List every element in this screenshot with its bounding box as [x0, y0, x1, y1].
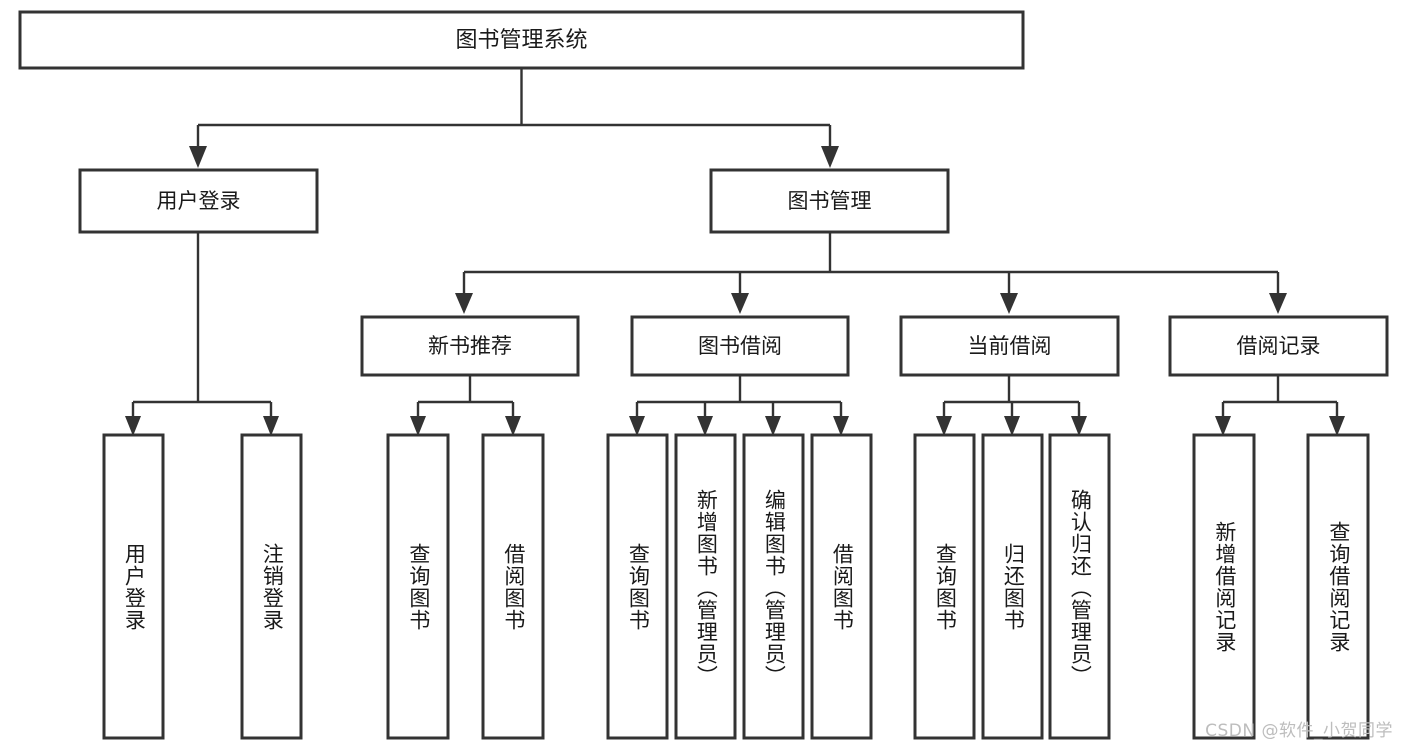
- node-root[interactable]: 图书管理系统: [18, 10, 1025, 70]
- node-book-mgmt[interactable]: 图书管理: [709, 168, 950, 234]
- arrowhead-book-borrow: [731, 293, 749, 314]
- leaf-box-br-query-record[interactable]: [1306, 433, 1370, 740]
- leaf-box-bb-edit-book[interactable]: [742, 433, 805, 740]
- arrowhead-current-borrow: [1000, 293, 1018, 314]
- leaf-box-bb-add-book[interactable]: [674, 433, 737, 740]
- leaf-box-nb-borrow-book[interactable]: [481, 433, 545, 740]
- node-book-borrow-box[interactable]: [630, 315, 850, 377]
- node-current-borrow-box[interactable]: [899, 315, 1120, 377]
- leaf-box-bb-borrow-book[interactable]: [810, 433, 873, 740]
- arrowhead-borrow-records: [1269, 293, 1287, 314]
- edges-current-borrow-to-leaves: [936, 375, 1087, 436]
- leaf-box-nb-query-book[interactable]: [386, 433, 450, 740]
- arrowhead-leaf-br-query: [1329, 416, 1345, 436]
- arrowhead-leaf-logout: [263, 416, 279, 436]
- node-root-box[interactable]: [18, 10, 1025, 70]
- node-book-borrow-label: 图书借阅: [698, 334, 782, 358]
- node-new-book-recommend-label: 新书推荐: [428, 334, 512, 358]
- edges-root-to-level1: [189, 68, 839, 168]
- leaf-box-cb-query-book[interactable]: [913, 433, 976, 740]
- node-new-book-recommend-box[interactable]: [360, 315, 580, 377]
- edges-new-book-to-leaves: [410, 375, 521, 436]
- leaf-box-user-login[interactable]: [102, 433, 165, 740]
- leaf-boxes: [102, 433, 1370, 740]
- node-current-borrow[interactable]: 当前借阅: [899, 315, 1120, 377]
- edges-book-borrow-to-leaves: [629, 375, 849, 436]
- arrowhead-leaf-bb-borrow: [833, 416, 849, 436]
- leaf-box-cb-return-book[interactable]: [981, 433, 1044, 740]
- node-new-book-recommend[interactable]: 新书推荐: [360, 315, 580, 377]
- arrowhead-leaf-bb-edit: [765, 416, 781, 436]
- node-book-mgmt-box[interactable]: [709, 168, 950, 234]
- edges-user-login-to-leaves: [125, 232, 279, 436]
- leaf-box-bb-query-book[interactable]: [606, 433, 669, 740]
- watermark-text: CSDN @软件_小贺同学: [1205, 721, 1393, 741]
- arrowhead-leaf-cb-return: [1004, 416, 1020, 436]
- arrowhead-new-book: [455, 293, 473, 314]
- arrowhead-leaf-cb-query: [936, 416, 952, 436]
- arrowhead-leaf-bb-add: [697, 416, 713, 436]
- node-user-login-label: 用户登录: [157, 189, 241, 213]
- node-book-borrow[interactable]: 图书借阅: [630, 315, 850, 377]
- node-root-label: 图书管理系统: [455, 28, 587, 53]
- node-borrow-records-box[interactable]: [1168, 315, 1389, 377]
- edges-book-mgmt-to-level2: [455, 232, 1287, 314]
- node-user-login[interactable]: 用户登录: [78, 168, 319, 234]
- node-book-mgmt-label: 图书管理: [788, 189, 872, 213]
- arrowhead-user-login: [189, 146, 207, 168]
- node-borrow-records[interactable]: 借阅记录: [1168, 315, 1389, 377]
- leaf-box-logout[interactable]: [240, 433, 303, 740]
- node-current-borrow-label: 当前借阅: [968, 334, 1052, 358]
- leaf-box-br-add-record[interactable]: [1192, 433, 1256, 740]
- node-user-login-box[interactable]: [78, 168, 319, 234]
- arrowhead-leaf-cb-confirm: [1071, 416, 1087, 436]
- edges-borrow-records-to-leaves: [1215, 375, 1345, 436]
- arrowhead-leaf-nb-query: [410, 416, 426, 436]
- arrowhead-leaf-bb-query: [629, 416, 645, 436]
- leaf-box-cb-confirm-return[interactable]: [1048, 433, 1111, 740]
- arrowhead-book-mgmt: [821, 146, 839, 168]
- arrowhead-leaf-user-login: [125, 416, 141, 436]
- arrowhead-leaf-nb-borrow: [505, 416, 521, 436]
- arrowhead-leaf-br-add: [1215, 416, 1231, 436]
- node-borrow-records-label: 借阅记录: [1237, 334, 1321, 358]
